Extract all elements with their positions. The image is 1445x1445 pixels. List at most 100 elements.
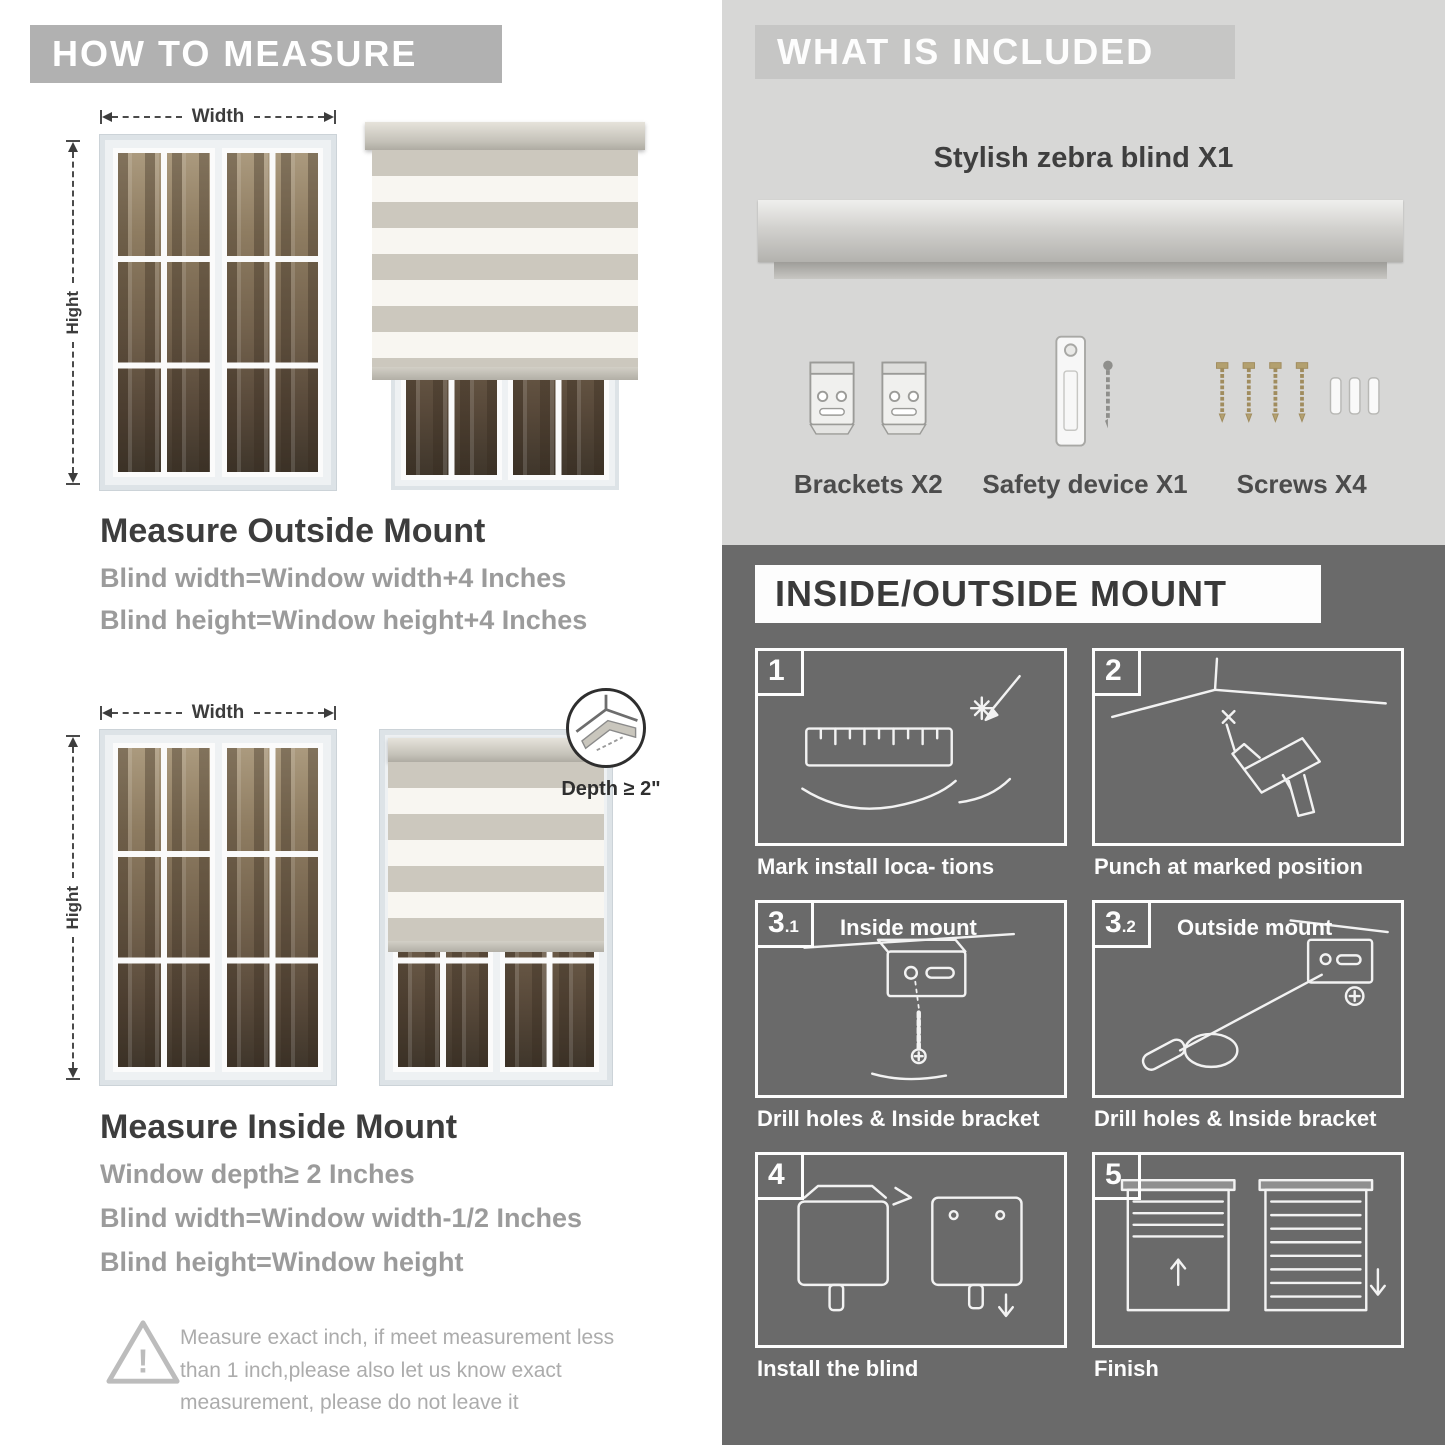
outside-mount-title: Measure Outside Mount	[100, 512, 486, 550]
bracket-icon	[881, 361, 928, 435]
step-2-caption: Punch at marked position	[1094, 854, 1363, 879]
step-number: 4	[758, 1155, 804, 1200]
safety-device-icon	[1055, 335, 1113, 447]
width-label: Width	[191, 702, 245, 723]
width-label: Width	[191, 106, 245, 127]
outside-formula-width: Blind width=Window width+4 Inches	[100, 563, 567, 593]
install-blind-illustration	[797, 1184, 1023, 1318]
arrow-end-tick	[66, 140, 80, 142]
warning-triangle-icon: !	[102, 1316, 184, 1395]
included-items-row: Brackets X2 Safety device X1	[760, 325, 1410, 500]
dashed-line	[72, 747, 74, 878]
dashed-line	[112, 712, 182, 714]
blind-bottomrail	[388, 940, 604, 952]
finish-illustration	[1120, 1178, 1386, 1312]
arrowhead-left-icon	[102, 112, 112, 122]
arrow-end-tick	[334, 110, 336, 124]
included-item-brackets: Brackets X2	[760, 325, 977, 500]
height-label: Hight	[63, 885, 82, 930]
step-panel-5: 5	[1092, 1152, 1404, 1348]
window-illustration-outside	[100, 135, 336, 490]
width-arrow-inside: Width	[100, 702, 336, 724]
blind-headrail	[365, 122, 645, 150]
what-is-included-header: WHAT IS INCLUDED	[755, 25, 1235, 79]
arrow-end-tick	[66, 735, 80, 737]
dashed-line	[112, 116, 182, 118]
inside-formula-width: Blind width=Window width-1/2 Inches	[100, 1203, 583, 1233]
step-3-1-caption: Drill holes & Inside bracket	[757, 1106, 1040, 1131]
dashed-line	[254, 712, 324, 714]
window-sash	[113, 743, 215, 1072]
safety-device-icons	[1039, 325, 1131, 463]
arrow-end-tick	[100, 706, 102, 720]
zebra-blind-headrail-illustration	[758, 200, 1403, 262]
brackets-label: Brackets X2	[793, 469, 943, 499]
step-3-1-title: Inside mount	[840, 915, 977, 940]
included-item-screws: Screws X4	[1193, 325, 1410, 500]
window-panes	[118, 153, 210, 472]
mark-location-illustration	[801, 675, 1021, 810]
inside-formula-height: Blind height=Window height	[100, 1247, 464, 1277]
window-sash	[221, 148, 323, 477]
drill-illustration	[1111, 657, 1387, 818]
blind-outside-illustration	[365, 122, 645, 490]
included-item-safety-device: Safety device X1	[977, 325, 1194, 500]
arrow-end-tick	[66, 1078, 80, 1080]
step-panel-4: 4	[755, 1152, 1067, 1348]
window-illustration-inside	[100, 730, 336, 1085]
step-number: 3.2	[1095, 903, 1151, 948]
inside-depth-rule: Window depth≥ 2 Inches	[100, 1159, 415, 1189]
step-3-2-caption: Drill holes & Inside bracket	[1094, 1106, 1377, 1131]
blind-inside-illustration	[380, 730, 612, 1085]
inside-bracket-illustration	[803, 932, 1015, 1081]
step-number: 3.1	[758, 903, 814, 948]
blind-stripes	[388, 762, 604, 941]
safety-device-label: Safety device X1	[982, 469, 1188, 499]
zebra-blind-valance-illustration	[774, 262, 1387, 279]
zebra-blind	[365, 122, 645, 380]
arrowhead-down-icon	[68, 1068, 78, 1078]
step-5-caption: Finish	[1094, 1356, 1159, 1381]
bracket-icons	[801, 325, 935, 463]
arrowhead-up-icon	[68, 142, 78, 152]
dashed-line	[72, 152, 74, 283]
window-panes	[226, 748, 318, 1067]
dashed-line	[254, 116, 324, 118]
blind-bottomrail	[372, 367, 638, 380]
depth-callout-circle	[566, 688, 646, 768]
screws-and-anchors-icon	[1215, 362, 1380, 423]
dashed-line	[72, 342, 74, 473]
screws-label: Screws X4	[1236, 469, 1367, 499]
step-panel-3-1: 3.1 Inside mount	[755, 900, 1067, 1098]
outside-bracket-illustration	[1141, 919, 1389, 1071]
height-arrow-outside: Hight	[62, 140, 84, 485]
window-sash	[221, 743, 323, 1072]
blind-stripes	[372, 150, 638, 367]
bracket-icon	[809, 361, 856, 435]
arrow-end-tick	[334, 706, 336, 720]
arrow-end-tick	[100, 110, 102, 124]
inside-mount-title: Measure Inside Mount	[100, 1108, 458, 1146]
dashed-line	[72, 937, 74, 1068]
product-title: Stylish zebra blind X1	[933, 142, 1234, 174]
window-sash	[113, 148, 215, 477]
mount-section-header: INSIDE/OUTSIDE MOUNT	[755, 565, 1321, 623]
arrowhead-right-icon	[324, 112, 334, 122]
arrow-end-tick	[66, 483, 80, 485]
arrowhead-right-icon	[324, 708, 334, 718]
height-label: Hight	[63, 290, 82, 335]
arrowhead-up-icon	[68, 737, 78, 747]
window-panes	[226, 153, 318, 472]
svg-text:!: !	[137, 1343, 148, 1380]
arrowhead-down-icon	[68, 473, 78, 483]
step-panel-1: 1	[755, 648, 1067, 846]
height-arrow-inside: Hight	[62, 735, 84, 1080]
depth-label: Depth ≥ 2"	[561, 778, 661, 800]
step-panel-2: 2	[1092, 648, 1404, 846]
arrowhead-left-icon	[102, 708, 112, 718]
step-panel-3-2: 3.2 Outside mount	[1092, 900, 1404, 1098]
zebra-blind	[388, 738, 604, 952]
window-panes	[118, 748, 210, 1067]
how-to-measure-header: HOW TO MEASURE	[30, 25, 502, 83]
